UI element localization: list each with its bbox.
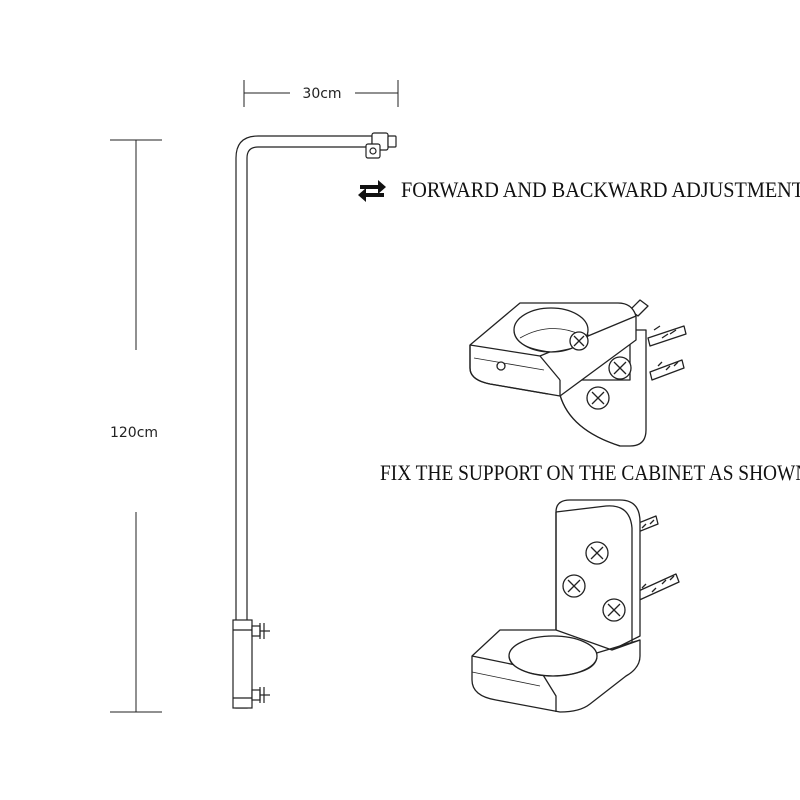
bracket-side-view [471,499,680,713]
height-label: 120cm [110,425,158,441]
stand-pole [232,132,397,709]
bracket-top-view [469,299,687,447]
swap-arrows-icon [358,180,386,202]
screw-head-icon [569,331,632,410]
screw-head-icon [562,541,626,622]
width-dimension [243,80,399,107]
height-dimension [110,139,162,713]
adjustment-caption: FORWARD AND BACKWARD ADJUSTMENT [401,177,800,202]
width-label: 30cm [302,86,341,102]
fix-support-caption: FIX THE SUPPORT ON THE CABINET AS SHOWN [380,460,800,485]
